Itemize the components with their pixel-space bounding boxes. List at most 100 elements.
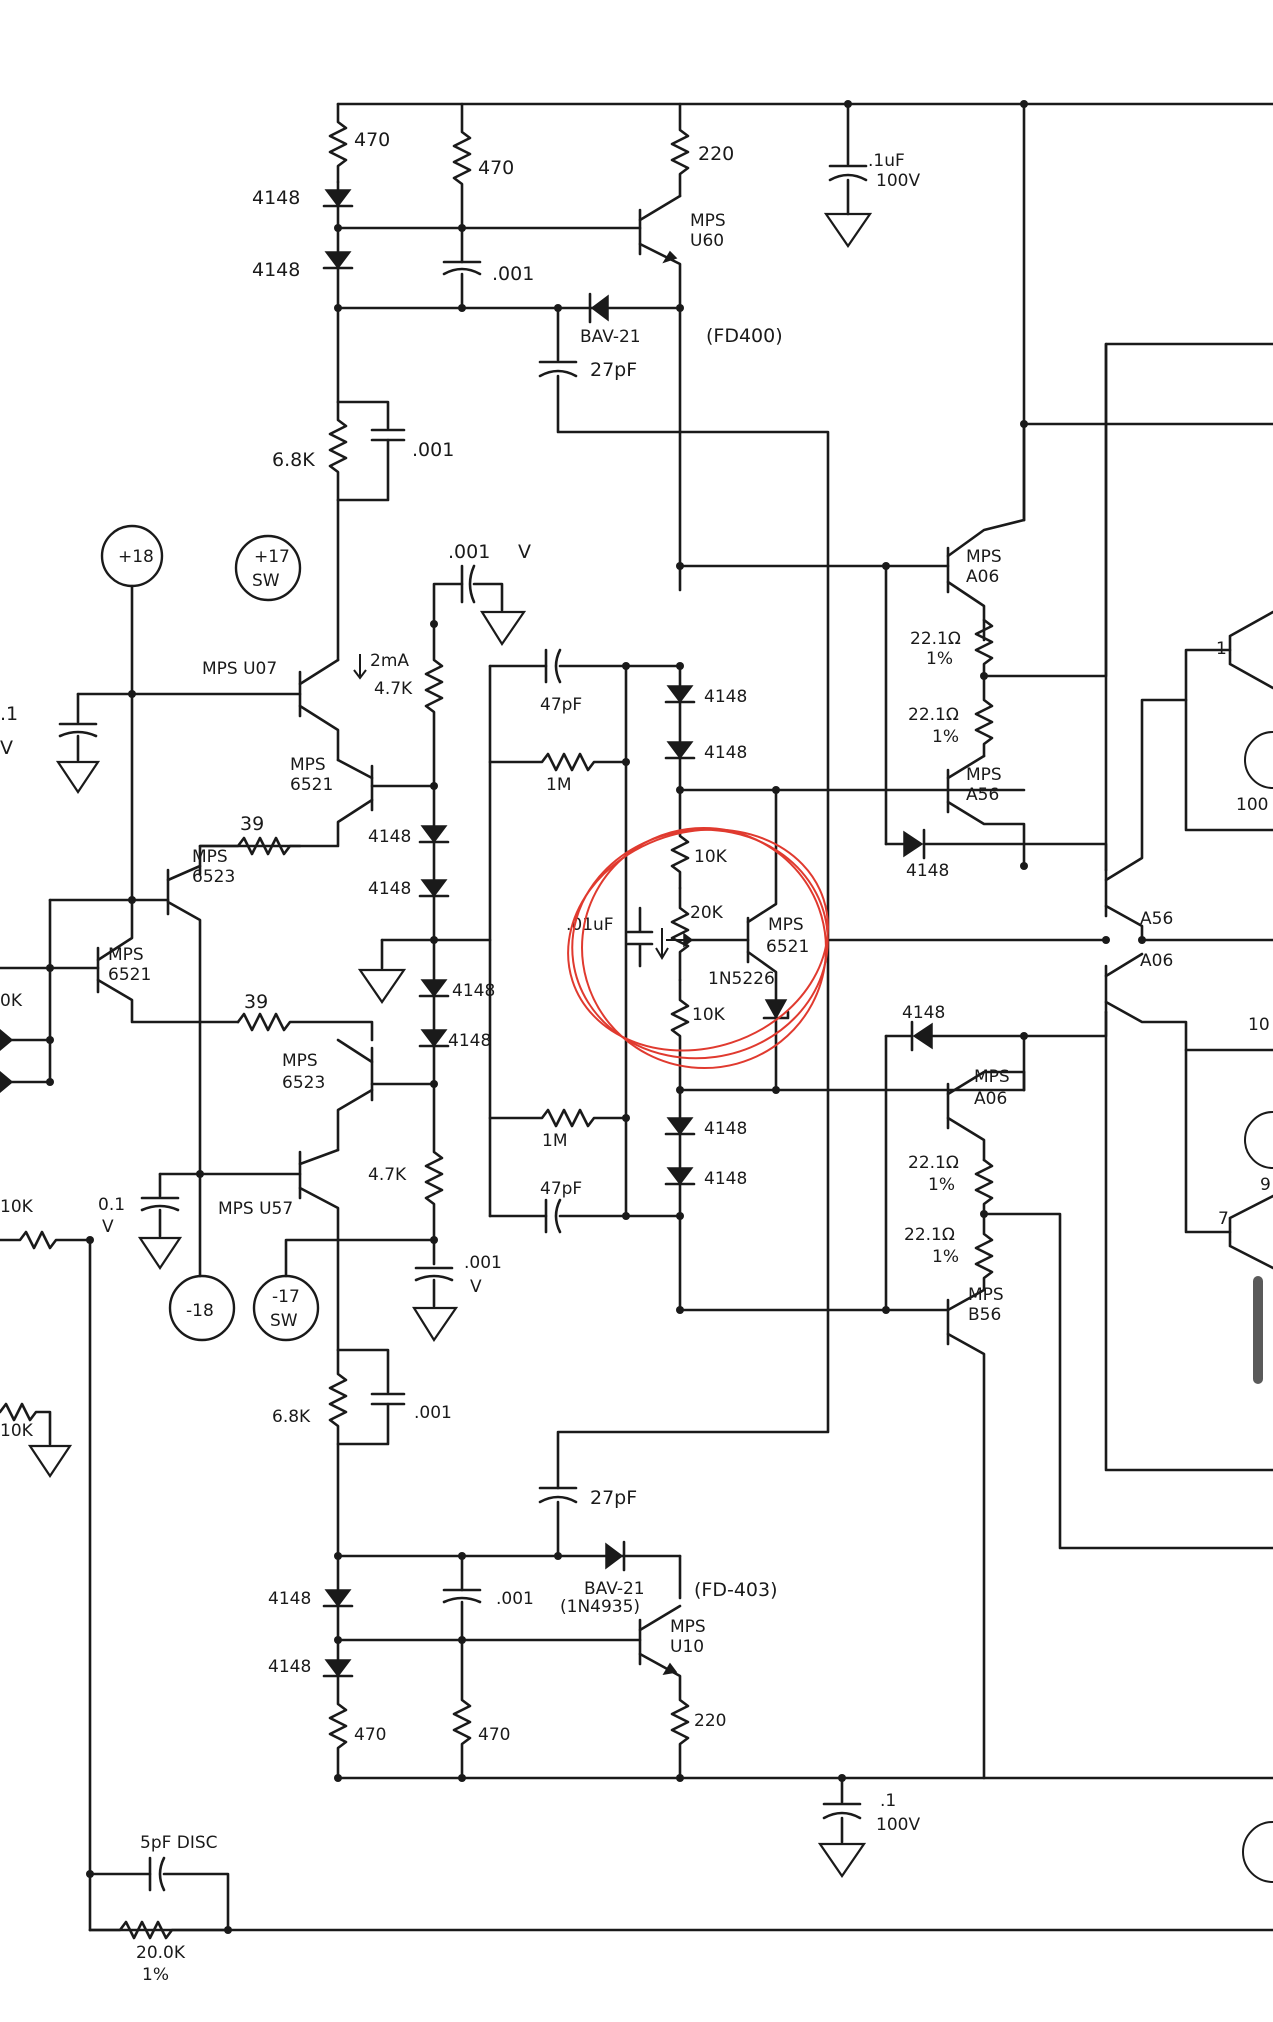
label-q-6521-a1: MPS [290,755,326,775]
driver-stage-lower: 4148 MPS A06 22.1Ω 1% 22.1Ω 1% MPS B56 [678,342,1273,1780]
label-q-6523-a1: MPS [192,847,228,867]
source-minus18 [168,1274,236,1342]
label-c001-b: .001 [412,439,454,461]
label-c27pf-top: 27pF [590,359,637,381]
label-src-17sw-2: SW [252,571,280,591]
label-q-b56-2: B56 [968,1305,1001,1325]
label-q-a06-1: MPS [966,547,1002,567]
label-q-a56-1: MPS [966,765,1002,785]
label-pot-20k: 20K [690,903,724,923]
label-c01f: .01uF [566,915,614,935]
label-c01v-2: V [102,1217,114,1237]
label-fd400: (FD400) [706,325,783,347]
label-d4148-c: 4148 [368,827,411,847]
label-c001-c: .001 [414,1403,452,1423]
label-q-u10-1: MPS [670,1617,706,1637]
label-src-m17sw-2: SW [270,1311,298,1331]
input-stage-bottom: 39 MPS 6523 MPS U57 0.1 V .001 V 10K 10 [0,991,502,1932]
label-q-6523-b2: 6523 [282,1073,325,1093]
label-r47k-top: 4.7K [374,679,413,699]
label-d4148-f: 4148 [448,1031,491,1051]
label-q-b56-1: MPS [968,1285,1004,1305]
label-edge-100: 100 [1236,795,1268,815]
label-r470-b: 470 [478,157,514,179]
label-d4148-h: 4148 [704,743,747,763]
label-r470-d: 470 [478,1725,510,1745]
label-edge-left-v: V [0,737,13,759]
label-r220-bot: 220 [694,1711,726,1731]
label-r221-a: 22.1Ω [910,629,961,649]
label-cap-bot-2: 100V [876,1815,920,1835]
label-src-m17sw-1: -17 [272,1287,300,1307]
transistor-u60: 220 MPS U60 [638,102,734,592]
label-c47pf-bot: 47pF [540,1179,582,1199]
cap-001-v-top: .001 V [432,541,531,647]
label-bav21-top: BAV-21 [580,327,641,347]
label-q-a06b-2: A06 [974,1089,1007,1109]
top-second-column: 470 .001 [336,102,682,312]
label-r220-top: 220 [698,143,734,165]
label-d4148-e: 4148 [452,981,495,1001]
label-r221-c: 22.1Ω [908,1153,959,1173]
label-r10k-b: 10K [692,1005,726,1025]
label-d4148-n: 4148 [902,1003,945,1023]
label-q-6521-b2: 6521 [108,965,151,985]
label-r221-b-tol: 1% [932,727,959,747]
label-in4935: (1N4935) [560,1597,640,1617]
label-d4148-l: 4148 [268,1657,311,1677]
vas-compensation: 47pF 1M 1M 47pF [488,648,684,1234]
supply-rails [88,102,1273,1932]
label-edge-10: 10 [1248,1015,1270,1035]
label-d4148-b: 4148 [252,259,300,281]
label-q-u60-1: MPS [690,211,726,231]
label-r470-a: 470 [354,129,390,151]
label-c001-v2: .001 [464,1253,502,1273]
label-q-out-a56: A56 [1140,909,1173,929]
label-d4148-a: 4148 [252,187,300,209]
label-q-6521-b1: MPS [108,945,144,965]
label-r1m-top: 1M [546,775,571,795]
label-r68k-bot: 6.8K [272,1407,311,1427]
label-q-6523-a2: 6523 [192,867,235,887]
label-d4148-m: 4148 [906,861,949,881]
label-d4148-i: 4148 [704,1119,747,1139]
label-q-u60-2: U60 [690,231,724,251]
label-r470-c: 470 [354,1725,386,1745]
label-q-a06b-1: MPS [974,1067,1010,1087]
feedback-network: 5pF DISC 20.0K 1% [86,1833,232,1985]
scrollbar-thumb[interactable] [1253,1276,1263,1384]
label-q-out-a06: A06 [1140,951,1173,971]
label-r221-b: 22.1Ω [908,705,959,725]
output-pair: A56 A06 1 100 10 7 9 [828,610,1273,1883]
label-r1m-bot: 1M [542,1131,567,1151]
label-r68k-top: 6.8K [272,449,315,471]
label-q-u57: MPS U57 [218,1199,293,1219]
label-r221-c-tol: 1% [928,1175,955,1195]
label-c27pf-bot: 27pF [590,1487,637,1509]
label-src-m18: -18 [186,1301,214,1321]
label-q-6523-b1: MPS [282,1051,318,1071]
label-cap-top-1: .1uF [868,151,905,171]
label-r39-bot: 39 [244,991,268,1013]
label-r221-d-tol: 1% [932,1247,959,1267]
label-q-a56-2: A56 [966,785,999,805]
label-c47pf-top: 47pF [540,695,582,715]
label-d4148-d: 4148 [368,879,411,899]
label-edge-7: 7 [1218,1209,1229,1229]
transistor-u10: MPS U10 220 [334,1554,726,1782]
label-r10k-left: 10K [0,1197,34,1217]
label-src-17sw-1: +17 [254,547,290,567]
bias-diode-string: 4.7K 4148 4148 4148 4148 4.7K [357,620,495,1242]
label-c01v-1: 0.1 [98,1195,125,1215]
label-r20k: 20.0K [136,1943,186,1963]
input-stage-top: .1 V MPS U07 2mA MPS 6521 39 MPS 6523 [0,651,436,1176]
label-c001-a: .001 [492,263,534,285]
label-q-6521-a2: 6521 [290,775,333,795]
label-edge-9: 9 [1260,1175,1271,1195]
label-r221-a-tol: 1% [926,649,953,669]
label-fd403: (FD-403) [694,1579,778,1601]
label-q-6521-c2: 6521 [766,937,809,957]
label-c5pf: 5pF DISC [140,1833,218,1853]
driver-stage: MPS A06 22.1Ω 1% 22.1Ω 1% MPS A56 4148 [676,100,1273,881]
